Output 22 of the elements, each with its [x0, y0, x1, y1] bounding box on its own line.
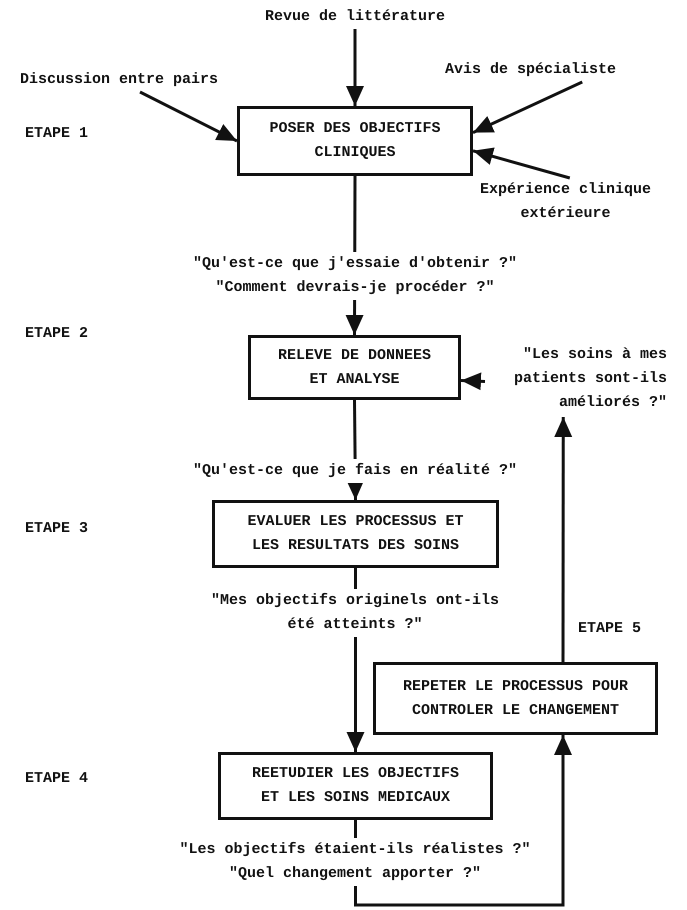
arrow — [354, 735, 572, 906]
process-box: RELEVE DE DONNEES ET ANALYSE — [248, 335, 461, 400]
step-label: ETAPE 2 — [25, 325, 88, 342]
input-text: Revue de littérature — [250, 5, 460, 29]
step-label: ETAPE 3 — [25, 520, 88, 537]
input-text: Discussion entre pairs — [20, 68, 270, 92]
step-label: ETAPE 4 — [25, 770, 88, 787]
process-box: EVALUER LES PROCESSUS ET LES RESULTATS DES SOINS — [212, 500, 499, 568]
arrow — [472, 148, 570, 180]
input-text: Expérience clinique extérieure — [458, 178, 673, 226]
process-box: POSER DES OBJECTIFS CLINIQUES — [237, 106, 473, 176]
arrow — [472, 80, 583, 134]
arrow — [346, 29, 364, 106]
process-box: REETUDIER LES OBJECTIFS ET LES SOINS MEDICAUX — [218, 752, 493, 820]
step-label: ETAPE 1 — [25, 125, 88, 142]
input-text: Avis de spécialiste — [445, 58, 670, 82]
input-text: "Les soins à mes patients sont-ils améliorés ?" — [485, 343, 667, 415]
arrow — [139, 90, 238, 142]
arrow — [460, 372, 486, 390]
arrow — [554, 417, 572, 662]
step-label: ETAPE 5 — [578, 620, 642, 637]
process-box: REPETER LE PROCESSUS POUR CONTROLER LE CHANGEMENT — [373, 662, 658, 735]
